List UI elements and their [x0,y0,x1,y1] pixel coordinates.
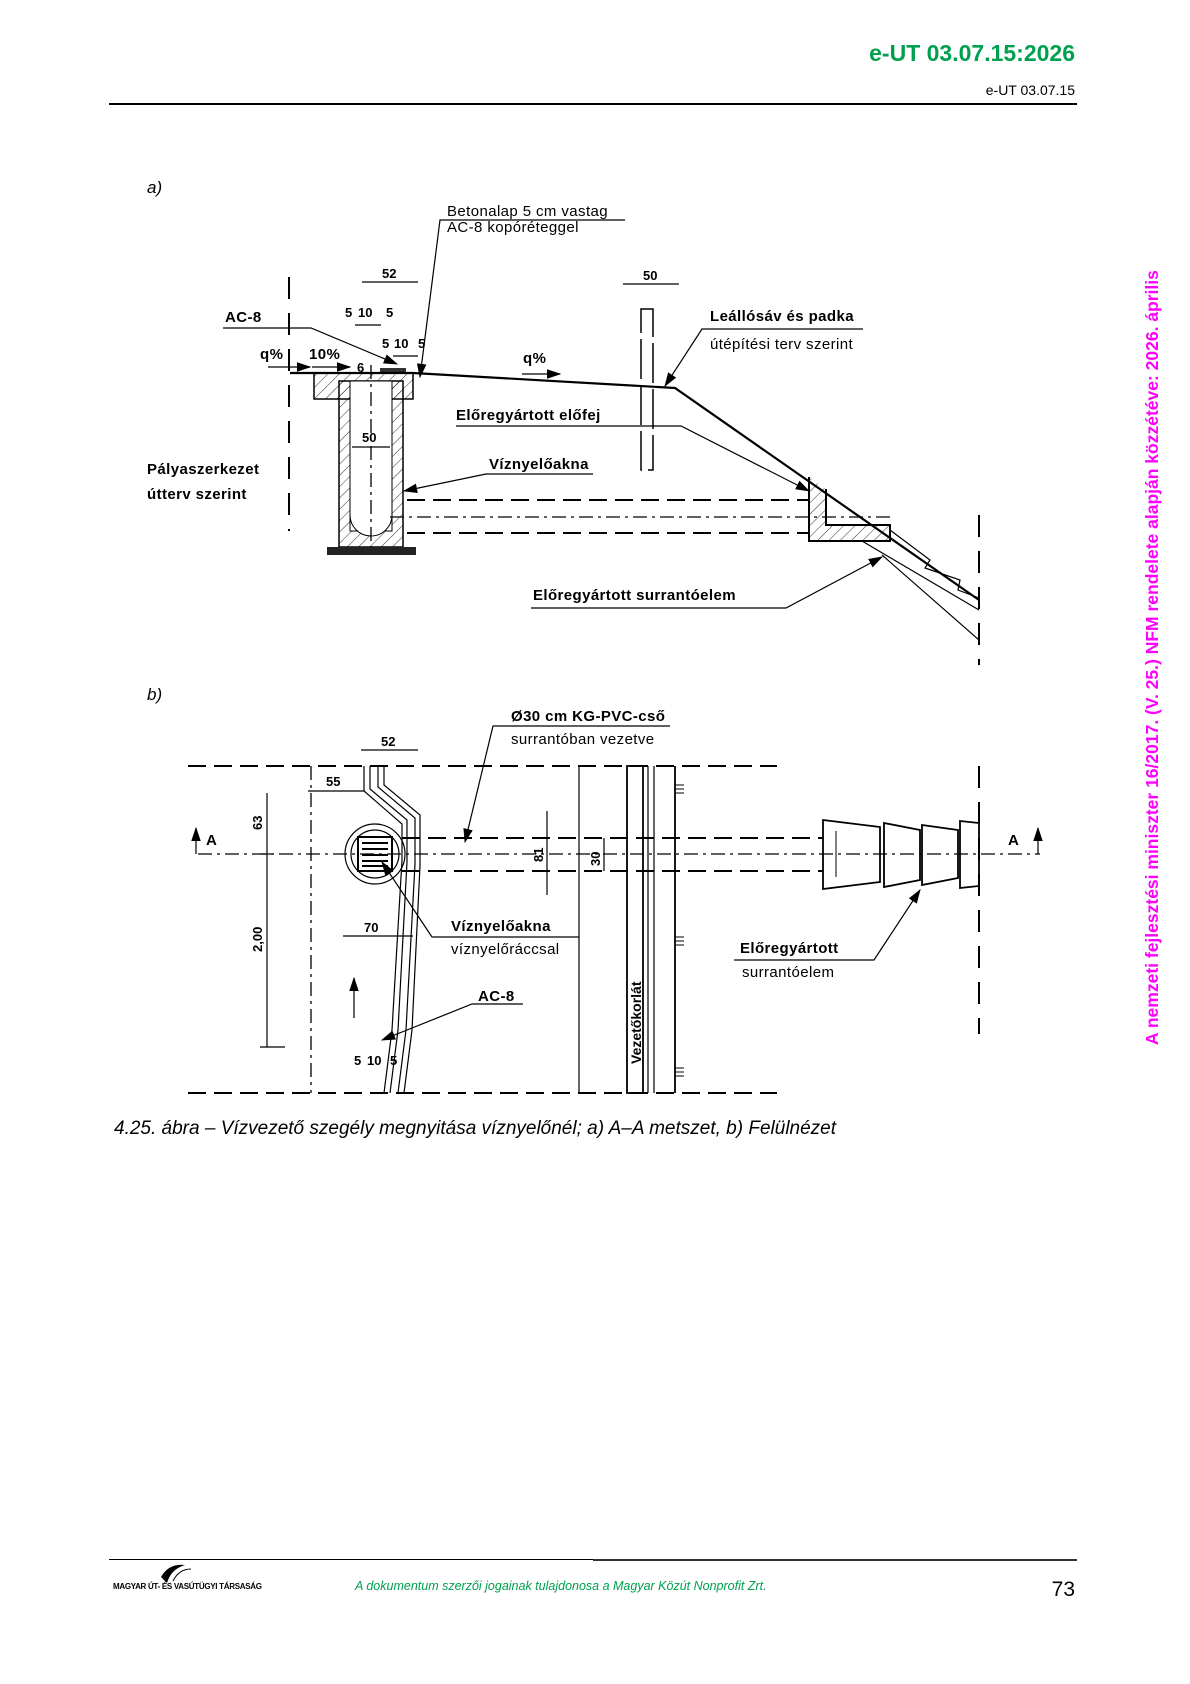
section-label-right: A [1008,832,1019,849]
drawing-polyline [383,766,421,1094]
drawing-polyline [881,554,980,641]
drawing-g [675,784,684,1077]
dim-70: 70 [364,920,378,935]
drawing-polyline [402,473,593,494]
dim-50-shaft: 50 [362,430,376,445]
dim-63: 63 [250,816,265,830]
document-subcode: e-UT 03.07.15 [985,82,1075,98]
chute-elements [889,529,980,599]
pipe-label-2: surrantóban vezetve [511,731,655,748]
drawing-polyline [531,556,884,609]
leallosav-label-1: Leállósáv és padka [710,308,854,325]
figure-b-label: b) [147,685,162,704]
copyright-notice: A dokumentum szerzői jogainak tulajdonos… [355,1579,767,1593]
pipe-label-1: Ø30 cm KG-PVC-cső [511,708,665,725]
dim-55: 55 [326,774,340,789]
drawing-path [172,1568,192,1582]
gully-circle [344,823,406,885]
ac8-leader [223,327,399,365]
ac8-label-b: AC-8 [478,988,515,1005]
slope-10-percent: 10% [309,346,340,363]
akna-label-1: Víznyelőakna [451,918,551,935]
figure-a-section: a) Betonalap 5 cm vastag AC-8 kopórétegg… [147,178,980,665]
society-logo: MAGYAR ÚT- ÉS VASÚTÜGYI TÁRSASÁG [113,1563,263,1599]
dim-5: 5 [382,336,389,351]
guardrail-post [640,308,654,471]
dim-6: 6 [357,360,364,375]
drawing-circle [350,829,400,879]
dim-5: 5 [386,305,393,320]
drawing-polyline [381,861,579,938]
section-label-left: A [206,832,217,849]
dim-5: 5 [354,1053,361,1068]
dim-10: 10 [367,1053,381,1068]
logo-text: MAGYAR ÚT- ÉS VASÚTÜGYI TÁRSASÁG [113,1582,262,1591]
elofej-label: Előregyártott előfej [456,407,601,424]
guardrail [626,765,644,1094]
betonalap-label-2: AC-8 kopóréteggel [447,219,579,236]
drawing-rect [380,368,406,374]
dim-52: 52 [381,734,395,749]
dim-200: 2,00 [250,927,265,952]
drawing-polygon [883,821,921,889]
dim-5: 5 [418,336,425,351]
chute-elements-plan [822,818,980,891]
betonalap-label-1: Betonalap 5 cm vastag [447,203,608,220]
dim-52: 52 [382,266,396,281]
dim-10: 10 [358,305,372,320]
dim-5: 5 [345,305,352,320]
footer-rule-left [109,1559,593,1560]
guardrail-label: Vezetőkorlát [628,981,644,1064]
drawing-polyline [456,425,811,492]
drawing-g [362,842,388,867]
drawing-polyline [734,888,921,961]
footer-rule-right [593,1559,1077,1561]
q-percent-right: q% [523,350,546,367]
logo-icon [161,1564,192,1583]
akna-label-2: víznyelőráccsal [451,941,560,958]
drawing-polygon [921,823,959,887]
figure-a-label: a) [147,178,162,197]
drawing-path [161,1564,185,1583]
document-code: e-UT 03.07.15:2026 [869,40,1075,66]
surranto-label-1: Előregyártott [740,940,839,957]
q-percent-left: q% [260,346,283,363]
figure-b-plan: b) A A 52 55 63 2 [147,685,1043,1094]
prefab-head [808,477,891,542]
figure-caption: 4.25. ábra – Vízvezető szegély megnyitás… [114,1118,837,1139]
dim-5: 5 [390,1053,397,1068]
dim-81: 81 [531,848,546,862]
drawing-polyline [463,725,670,844]
drawing-polyline [861,540,980,611]
ac8-label: AC-8 [225,309,262,326]
drawing-polyline [377,766,416,1094]
dim-30: 30 [588,852,603,866]
dim-10: 10 [394,336,408,351]
page-number: 73 [1051,1578,1075,1601]
grate-icon [357,836,393,872]
leallosav-label-2: útépítési terv szerint [710,336,853,353]
ground-hatch [327,547,416,555]
palyaszerkezet-label-1: Pályaszerkezet [147,461,259,478]
palyaszerkezet-label-2: útterv szerint [147,486,247,503]
dim-50-top: 50 [643,268,657,283]
viznyeloakna-label: Víznyelőakna [489,456,589,473]
betonalap-leader [416,219,625,379]
drawing-polyline [664,328,863,388]
surranto-label: Előregyártott surrantóelem [533,587,736,604]
drawing-polyline [380,1003,523,1041]
drawing-polyline [369,766,408,1094]
surranto-label-2: surrantóelem [742,964,834,981]
drawing-polygon [822,818,881,891]
header-rule [109,103,1077,105]
